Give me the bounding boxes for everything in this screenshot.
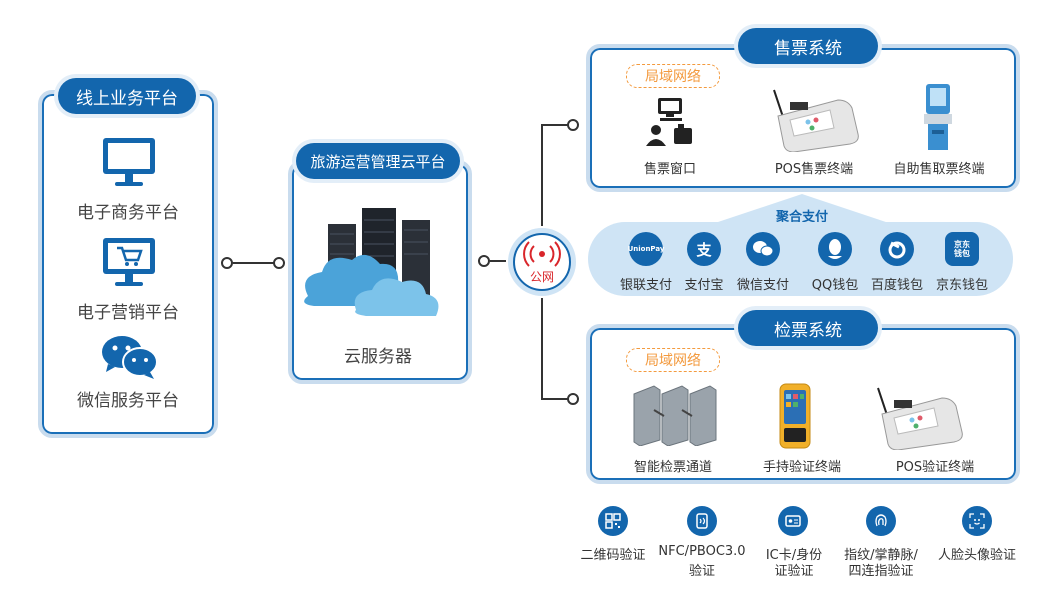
aggregate-payment-title: 聚合支付 (775, 210, 828, 225)
hub-label: 公网 (529, 270, 554, 284)
ticket-check-title: 检票系统 (738, 310, 878, 346)
verify-method-nfc-line1: NFC/PBOC3.0 (658, 544, 746, 559)
verify-method-fingerprint-line1: 指纹/掌静脉/ (844, 548, 918, 563)
id-card-icon (778, 506, 808, 536)
online-item-ecommerce: 电子商务平台 (77, 203, 179, 223)
ticket-sales-item-pos: POS售票终端 (774, 162, 854, 177)
pos-terminal-icon (773, 89, 859, 152)
online-item-wechat-service: 微信服务平台 (77, 391, 179, 411)
payment-item-unionpay: 银联支付 (619, 278, 672, 293)
pos-verify-terminal-icon (877, 387, 963, 450)
payment-item-alipay: 支付宝 (684, 278, 724, 293)
verify-method-ic-line2: 证验证 (774, 564, 814, 579)
payment-item-wechat: 微信支付 (736, 278, 789, 293)
connector-line (541, 298, 543, 400)
ticket-check-item-pos: POS验证终端 (895, 460, 975, 475)
baidu-wallet-icon (880, 232, 914, 266)
qq-wallet-icon (818, 232, 852, 266)
fingerprint-icon (866, 506, 896, 536)
connector-line (541, 398, 569, 400)
unionpay-icon: UnionPay (628, 232, 664, 266)
handheld-terminal-icon (779, 383, 811, 449)
verify-method-ic-line1: IC卡/身份 (765, 548, 823, 563)
connector-dot (273, 257, 285, 269)
verify-method-fingerprint-line2: 四连指验证 (848, 564, 914, 579)
connector-dot (567, 393, 579, 405)
alipay-icon: 支 (687, 232, 721, 266)
connector-line (541, 124, 543, 226)
jd-wallet-icon: 京东钱包 (945, 232, 979, 266)
public-network-hub-icon (508, 228, 576, 296)
ticket-sales-title: 售票系统 (738, 28, 878, 64)
face-icon (962, 506, 992, 536)
self-service-kiosk-icon (924, 84, 952, 150)
connector-dot (567, 119, 579, 131)
verify-method-face: 人脸头像验证 (937, 548, 1016, 563)
ticket-check-item-gate: 智能检票通道 (633, 460, 712, 475)
ticket-sales-item-window: 售票窗口 (643, 162, 696, 177)
cloud-server-label: 云服务器 (344, 347, 412, 367)
ticket-sales-item-kiosk: 自助售取票终端 (893, 162, 985, 177)
ticket-check-lan-badge: 局域网络 (626, 348, 720, 372)
shopping-cart-monitor-icon (103, 238, 155, 286)
cloud-platform-title: 旅游运营管理云平台 (296, 143, 460, 179)
connector-dot (478, 255, 490, 267)
turnstile-gate-icon (633, 385, 717, 446)
ticket-check-item-handheld: 手持验证终端 (762, 460, 841, 475)
ticket-sales-lan-badge: 局域网络 (626, 64, 720, 88)
wechat-pay-icon (746, 232, 780, 266)
verify-method-nfc-line2: 验证 (688, 564, 715, 579)
connector-line (541, 124, 569, 126)
payment-item-qq: QQ钱包 (811, 278, 859, 293)
connector-line (233, 262, 275, 264)
payment-arrow-icon (712, 194, 892, 224)
nfc-icon (687, 506, 717, 536)
verify-method-qr: 二维码验证 (580, 548, 646, 563)
cloud-server-icon (304, 208, 439, 316)
connector-dot (221, 257, 233, 269)
qr-code-icon (598, 506, 628, 536)
ticket-window-icon (646, 98, 692, 146)
desktop-monitor-icon (103, 138, 155, 186)
online-item-emarketing: 电子营销平台 (77, 303, 179, 323)
wechat-icon (102, 336, 158, 379)
online-platform-title: 线上业务平台 (58, 78, 196, 114)
connector-line (490, 260, 506, 262)
payment-item-jd: 京东钱包 (935, 278, 988, 293)
payment-item-baidu: 百度钱包 (870, 278, 923, 293)
